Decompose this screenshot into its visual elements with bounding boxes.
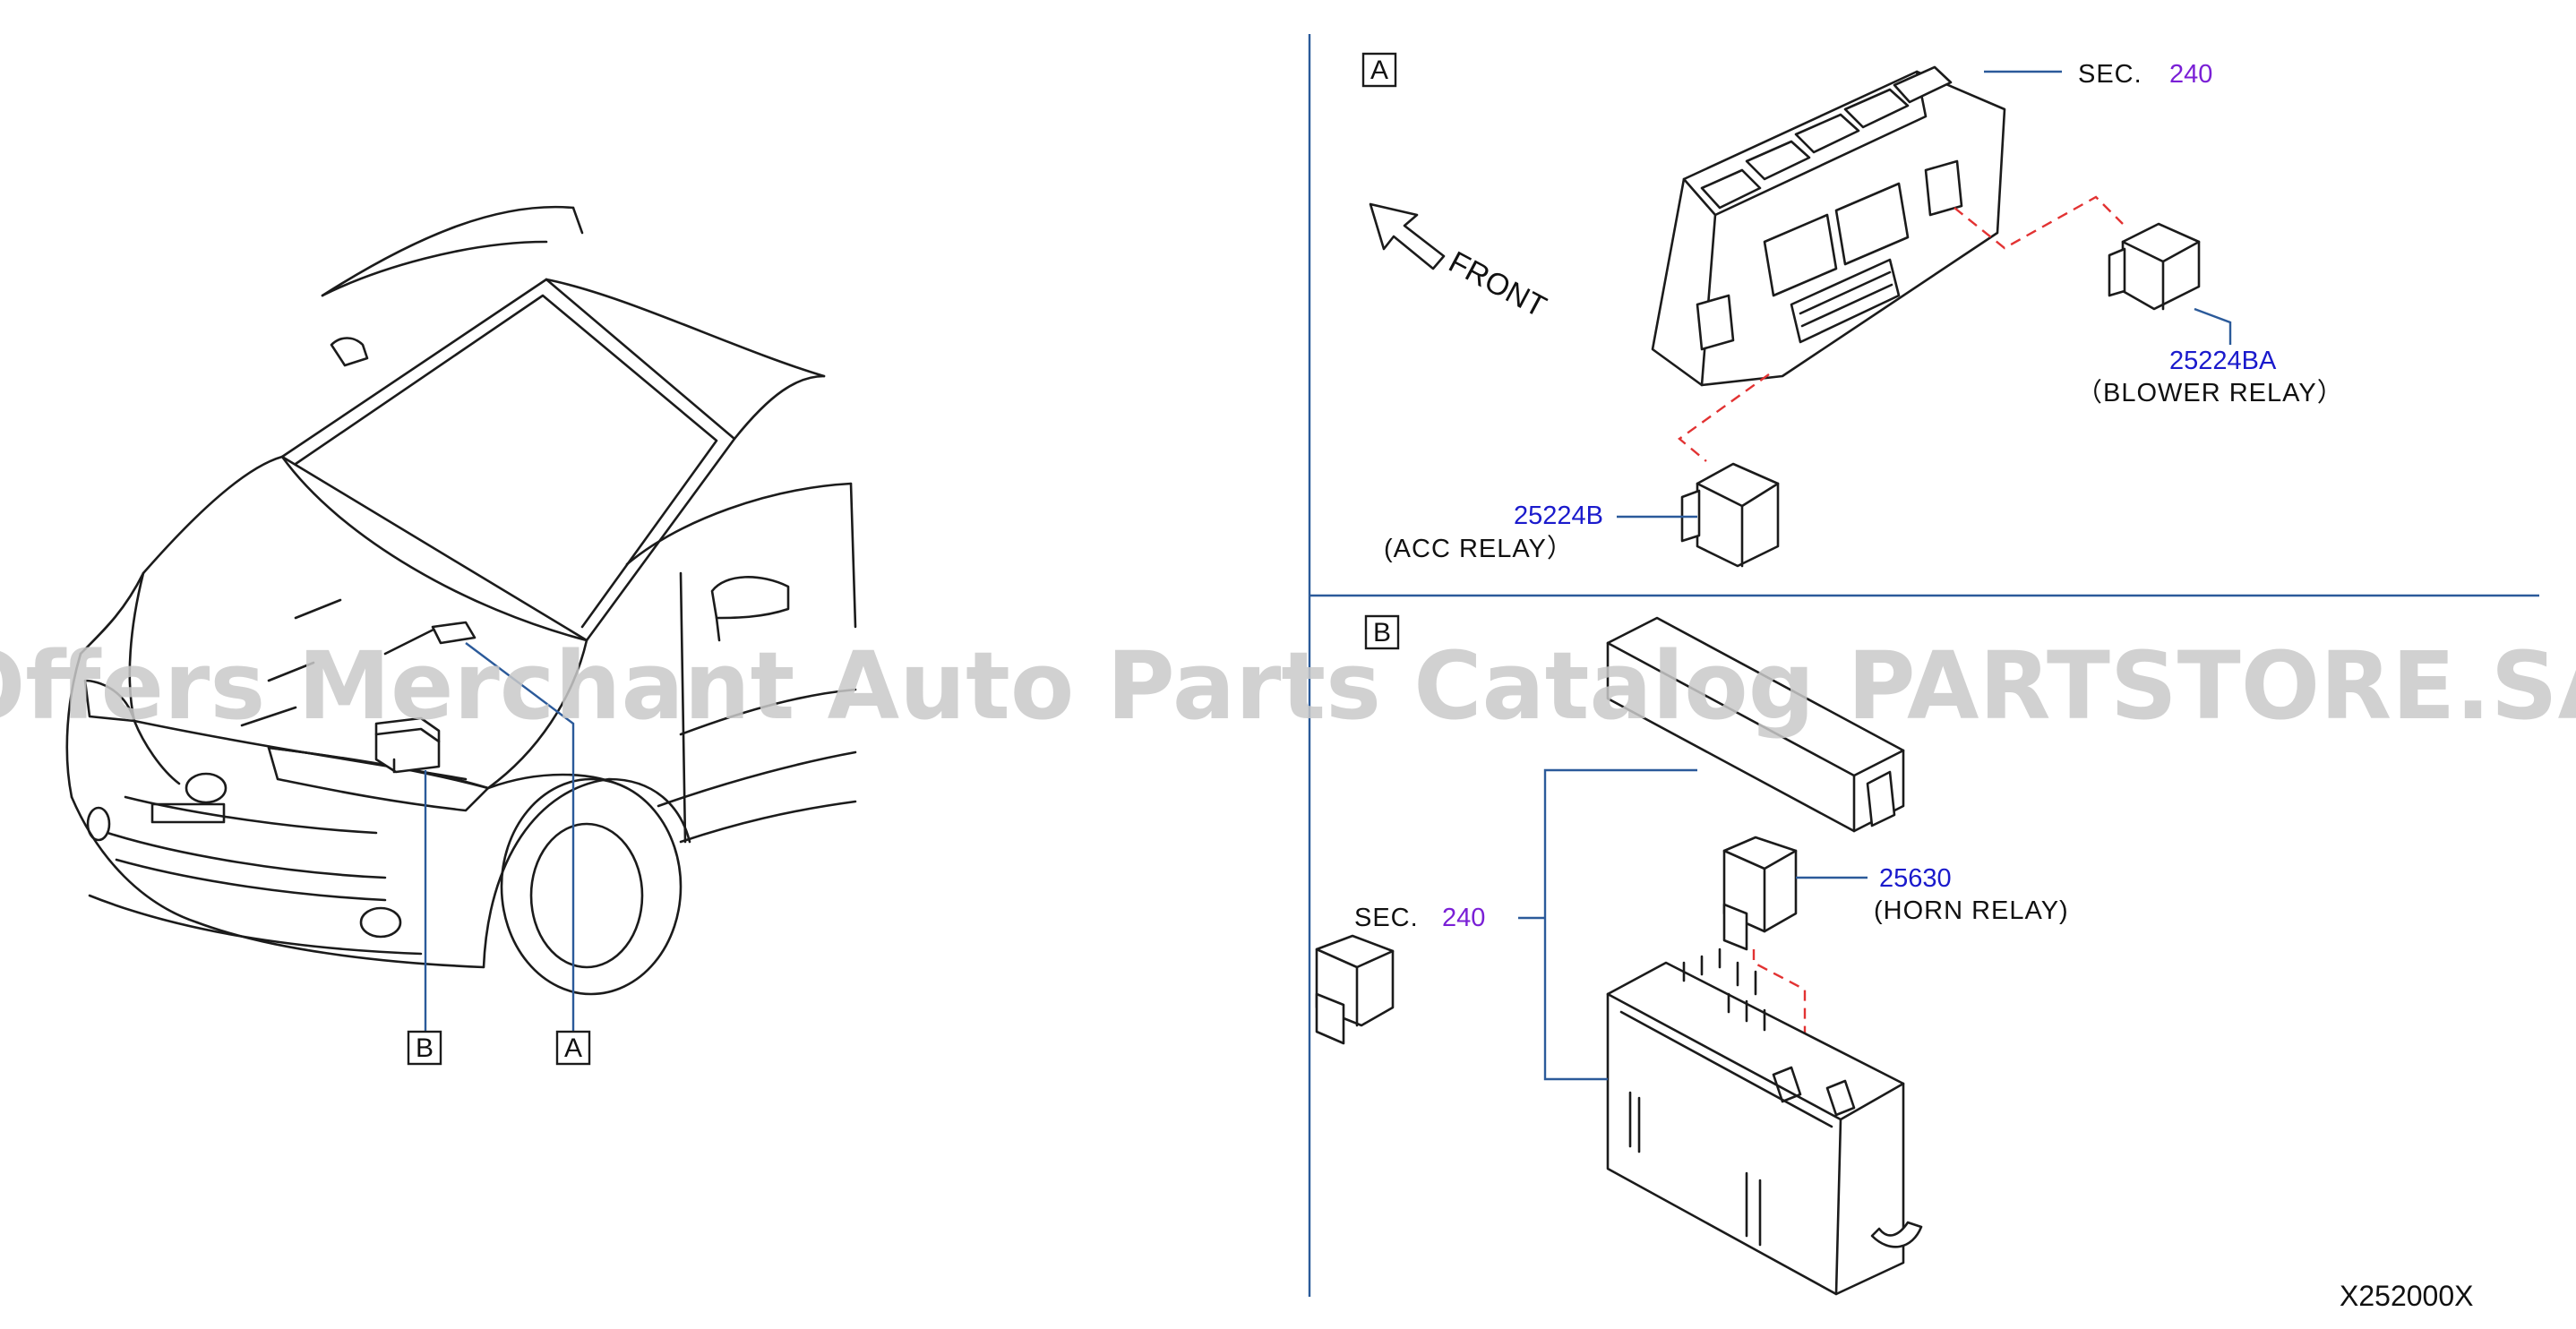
part-number-25224ba: 25224BA: [2169, 347, 2277, 375]
part-25224B[interactable]: 25224B (ACC RELAY）: [1384, 502, 1603, 563]
vehicle-leaders: [424, 642, 575, 1032]
relay-box-a: [1651, 65, 2006, 387]
sec-240-bracket: [1518, 768, 1697, 1081]
part-25224BA[interactable]: 25224BA （BLOWER RELAY）: [2076, 347, 2344, 407]
callout-a[interactable]: A: [555, 1030, 591, 1066]
sec-240-ref-b[interactable]: SEC. 240: [1354, 904, 1485, 932]
view-a-box: A: [1361, 52, 1397, 88]
front-label: FRONT: [1443, 245, 1551, 325]
view-a-label: A: [1370, 56, 1388, 85]
callout-a-label: A: [564, 1033, 582, 1063]
acc-relay: [1680, 462, 1780, 568]
fuse-box-base: [1606, 947, 1923, 1296]
sec-number-b: 240: [1442, 904, 1485, 932]
part-number-25630: 25630: [1879, 864, 1952, 893]
blower-relay: [2108, 222, 2201, 311]
callout-b[interactable]: B: [407, 1030, 442, 1066]
view-b-box: B: [1364, 614, 1400, 650]
part-25630[interactable]: 25630 (HORN RELAY): [1874, 864, 2069, 925]
horn-relay-link: [1752, 949, 1807, 1088]
part-name-blower-relay: （BLOWER RELAY）: [2076, 379, 2344, 407]
watermark: Offers Merchant Auto Parts Catalog PARTS…: [0, 631, 2576, 741]
vehicle-illustration: [65, 205, 857, 996]
spare-relay: [1315, 934, 1395, 1045]
fuse-box-cover: [1606, 616, 1905, 833]
sec-prefix-b: SEC.: [1354, 904, 1419, 932]
part-number-25224b: 25224B: [1514, 502, 1603, 530]
blower-relay-link: [1953, 195, 2124, 250]
sec-prefix-a: SEC.: [2078, 60, 2142, 89]
part-name-horn-relay: (HORN RELAY): [1874, 896, 2069, 925]
front-arrow: FRONT: [1369, 202, 1551, 325]
acc-relay-link: [1678, 373, 1770, 462]
view-b-label: B: [1373, 618, 1391, 647]
diagram-code: X252000X: [2340, 1280, 2473, 1312]
sec-number-a: 240: [2169, 60, 2212, 89]
horn-relay: [1722, 836, 1798, 951]
part-name-acc-relay: (ACC RELAY）: [1384, 535, 1574, 563]
callout-b-label: B: [416, 1033, 434, 1063]
sec-240-ref-a[interactable]: SEC. 240: [2078, 60, 2212, 89]
